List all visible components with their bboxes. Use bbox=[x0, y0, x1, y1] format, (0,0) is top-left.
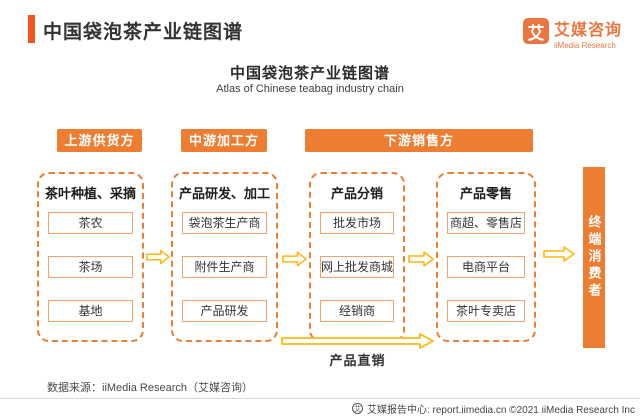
node-teabag-manufacturer: 袋泡茶生产商 bbox=[182, 212, 267, 234]
column-title: 茶叶种植、采摘 bbox=[44, 186, 136, 201]
node-supermarket-retail: 商超、零售店 bbox=[447, 212, 525, 234]
stage-upstream: 上游供货方 bbox=[57, 129, 142, 152]
node-tea-base: 基地 bbox=[48, 300, 133, 322]
stage-downstream: 下游销售方 bbox=[305, 129, 533, 152]
node-tea-farmer: 茶农 bbox=[48, 212, 133, 234]
flow-arrow-icon bbox=[146, 249, 170, 265]
column-distribution: 产品分销 批发市场 网上批发商城 经销商 bbox=[309, 172, 405, 342]
column-rnd-processing: 产品研发、加工 袋泡茶生产商 附件生产商 产品研发 bbox=[171, 172, 278, 342]
logo-name-cn: 艾媒咨询 bbox=[554, 22, 623, 39]
column-tea-planting: 茶叶种植、采摘 茶农 茶场 基地 bbox=[37, 172, 144, 342]
node-accessory-manufacturer: 附件生产商 bbox=[182, 256, 267, 278]
column-title: 产品零售 bbox=[459, 186, 512, 201]
direct-sale-arrow-icon bbox=[281, 333, 434, 349]
footer-report-center: 艾 艾媒报告中心: report.iimedia.cn ©2021 iiMedi… bbox=[351, 401, 635, 416]
flow-arrow-icon bbox=[543, 246, 575, 262]
end-consumer-bar: 终端消费者 bbox=[583, 167, 605, 348]
column-title: 产品研发、加工 bbox=[178, 186, 270, 201]
chart-title: 中国袋泡茶产业链图谱 bbox=[229, 65, 390, 82]
node-wholesale-market: 批发市场 bbox=[320, 212, 394, 234]
node-ecommerce-platform: 电商平台 bbox=[447, 256, 525, 278]
logo-text: 艾媒咨询 iiMedia Research bbox=[554, 16, 622, 50]
node-tea-specialty-store: 茶叶专卖店 bbox=[447, 300, 525, 322]
node-product-rnd: 产品研发 bbox=[182, 300, 267, 322]
title-accent-bar bbox=[28, 15, 35, 43]
flow-arrow-icon bbox=[282, 251, 307, 267]
chart-subtitle: Atlas of Chinese teabag industry chain bbox=[216, 83, 404, 95]
logo-name-en: iiMedia Research bbox=[554, 41, 616, 50]
flow-arrow-icon bbox=[408, 251, 434, 267]
node-tea-plantation: 茶场 bbox=[48, 256, 133, 278]
iimedia-logo-icon: 艾 bbox=[523, 18, 549, 44]
iimedia-badge-icon: 艾 bbox=[351, 403, 363, 414]
column-retail: 产品零售 商超、零售店 电商平台 茶叶专卖店 bbox=[436, 172, 536, 342]
page-title: 中国袋泡茶产业链图谱 bbox=[43, 22, 244, 43]
data-source-note: 数据来源：iiMedia Research（艾媒咨询） bbox=[47, 382, 253, 394]
stage-midstream: 中游加工方 bbox=[181, 129, 267, 152]
node-online-wholesale-mall: 网上批发商城 bbox=[320, 256, 394, 278]
report-center-text: 艾媒报告中心: report.iimedia.cn ©2021 iiMedia … bbox=[366, 405, 635, 416]
direct-sale-label: 产品直销 bbox=[329, 353, 386, 368]
footer-divider bbox=[0, 398, 640, 399]
node-distributor: 经销商 bbox=[320, 300, 394, 322]
iimedia-logo: 艾 艾媒咨询 iiMedia Research bbox=[523, 16, 622, 50]
end-consumer-label: 终端消费者 bbox=[586, 215, 602, 300]
column-title: 产品分销 bbox=[330, 186, 383, 201]
